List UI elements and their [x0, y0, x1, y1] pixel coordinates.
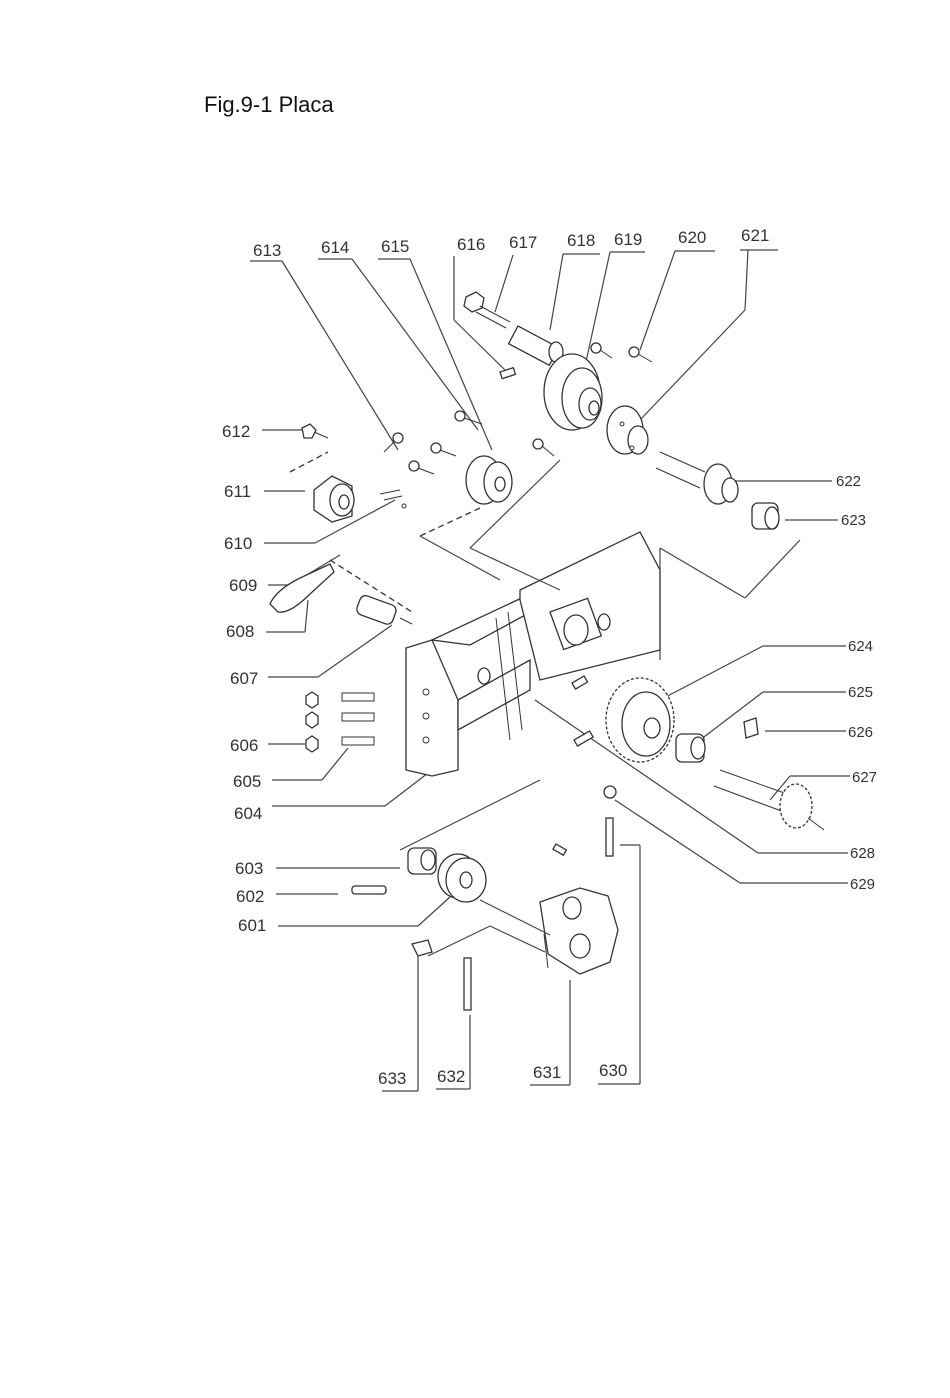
callout-625: 625 — [848, 684, 873, 701]
part-619-pulley — [544, 354, 602, 430]
callout-603: 603 — [235, 859, 263, 878]
part-615-hub — [466, 456, 512, 504]
part-602-dowel — [352, 886, 386, 894]
callout-631: 631 — [533, 1063, 561, 1082]
callout-605: 605 — [233, 772, 261, 791]
part-611-cone-hub — [314, 476, 354, 522]
callout-606: 606 — [230, 736, 258, 755]
callout-630: 630 — [599, 1061, 627, 1080]
part-630-pin — [606, 818, 613, 856]
part-601-cam — [438, 854, 486, 902]
callout-613: 613 — [253, 241, 281, 260]
callout-624: 624 — [848, 638, 873, 655]
callout-632: 632 — [437, 1067, 465, 1086]
callout-610: 610 — [224, 534, 252, 553]
part-609-handle — [270, 564, 334, 612]
callout-608: 608 — [226, 622, 254, 641]
part-629-ball — [604, 786, 616, 798]
callout-604: 604 — [234, 804, 262, 823]
part-606-nuts — [306, 692, 318, 752]
part-625-bushing — [676, 734, 705, 762]
callout-609: 609 — [229, 576, 257, 595]
callout-611: 611 — [224, 482, 251, 501]
callout-614: 614 — [321, 238, 349, 257]
part-621-flange — [607, 406, 648, 454]
part-607-shaft — [355, 594, 412, 626]
callout-602: 602 — [236, 887, 264, 906]
callout-615: 615 — [381, 237, 409, 256]
part-622-shaft-gear — [656, 452, 738, 504]
callout-628: 628 — [850, 845, 875, 862]
callout-607: 607 — [230, 669, 258, 688]
callout-633: 633 — [378, 1069, 406, 1088]
callout-619: 619 — [614, 230, 642, 249]
part-617-bolt — [464, 292, 510, 328]
part-603-bushing — [408, 848, 436, 874]
part-632-pin — [464, 958, 471, 1010]
part-618-sleeve — [509, 326, 563, 365]
part-631-fork — [540, 844, 618, 974]
callout-622: 622 — [836, 473, 861, 490]
callout-621: 621 — [741, 226, 769, 245]
part-616-pin — [500, 368, 515, 379]
callout-627: 627 — [852, 769, 877, 786]
callout-616: 616 — [457, 235, 485, 254]
part-633-cone — [412, 940, 432, 956]
part-626-key — [744, 718, 758, 738]
callout-618: 618 — [567, 231, 595, 250]
callout-629: 629 — [850, 876, 875, 893]
part-623-bushing — [752, 503, 779, 529]
part-627-pinion-shaft — [714, 770, 824, 830]
callout-601: 601 — [238, 916, 266, 935]
part-605-springs — [342, 693, 374, 745]
callout-626: 626 — [848, 724, 873, 741]
part-628-pin — [572, 676, 593, 746]
part-624-gear — [606, 678, 674, 762]
callout-623: 623 — [841, 512, 866, 529]
callout-612: 612 — [222, 422, 250, 441]
callout-620: 620 — [678, 228, 706, 247]
callout-617: 617 — [509, 233, 537, 252]
